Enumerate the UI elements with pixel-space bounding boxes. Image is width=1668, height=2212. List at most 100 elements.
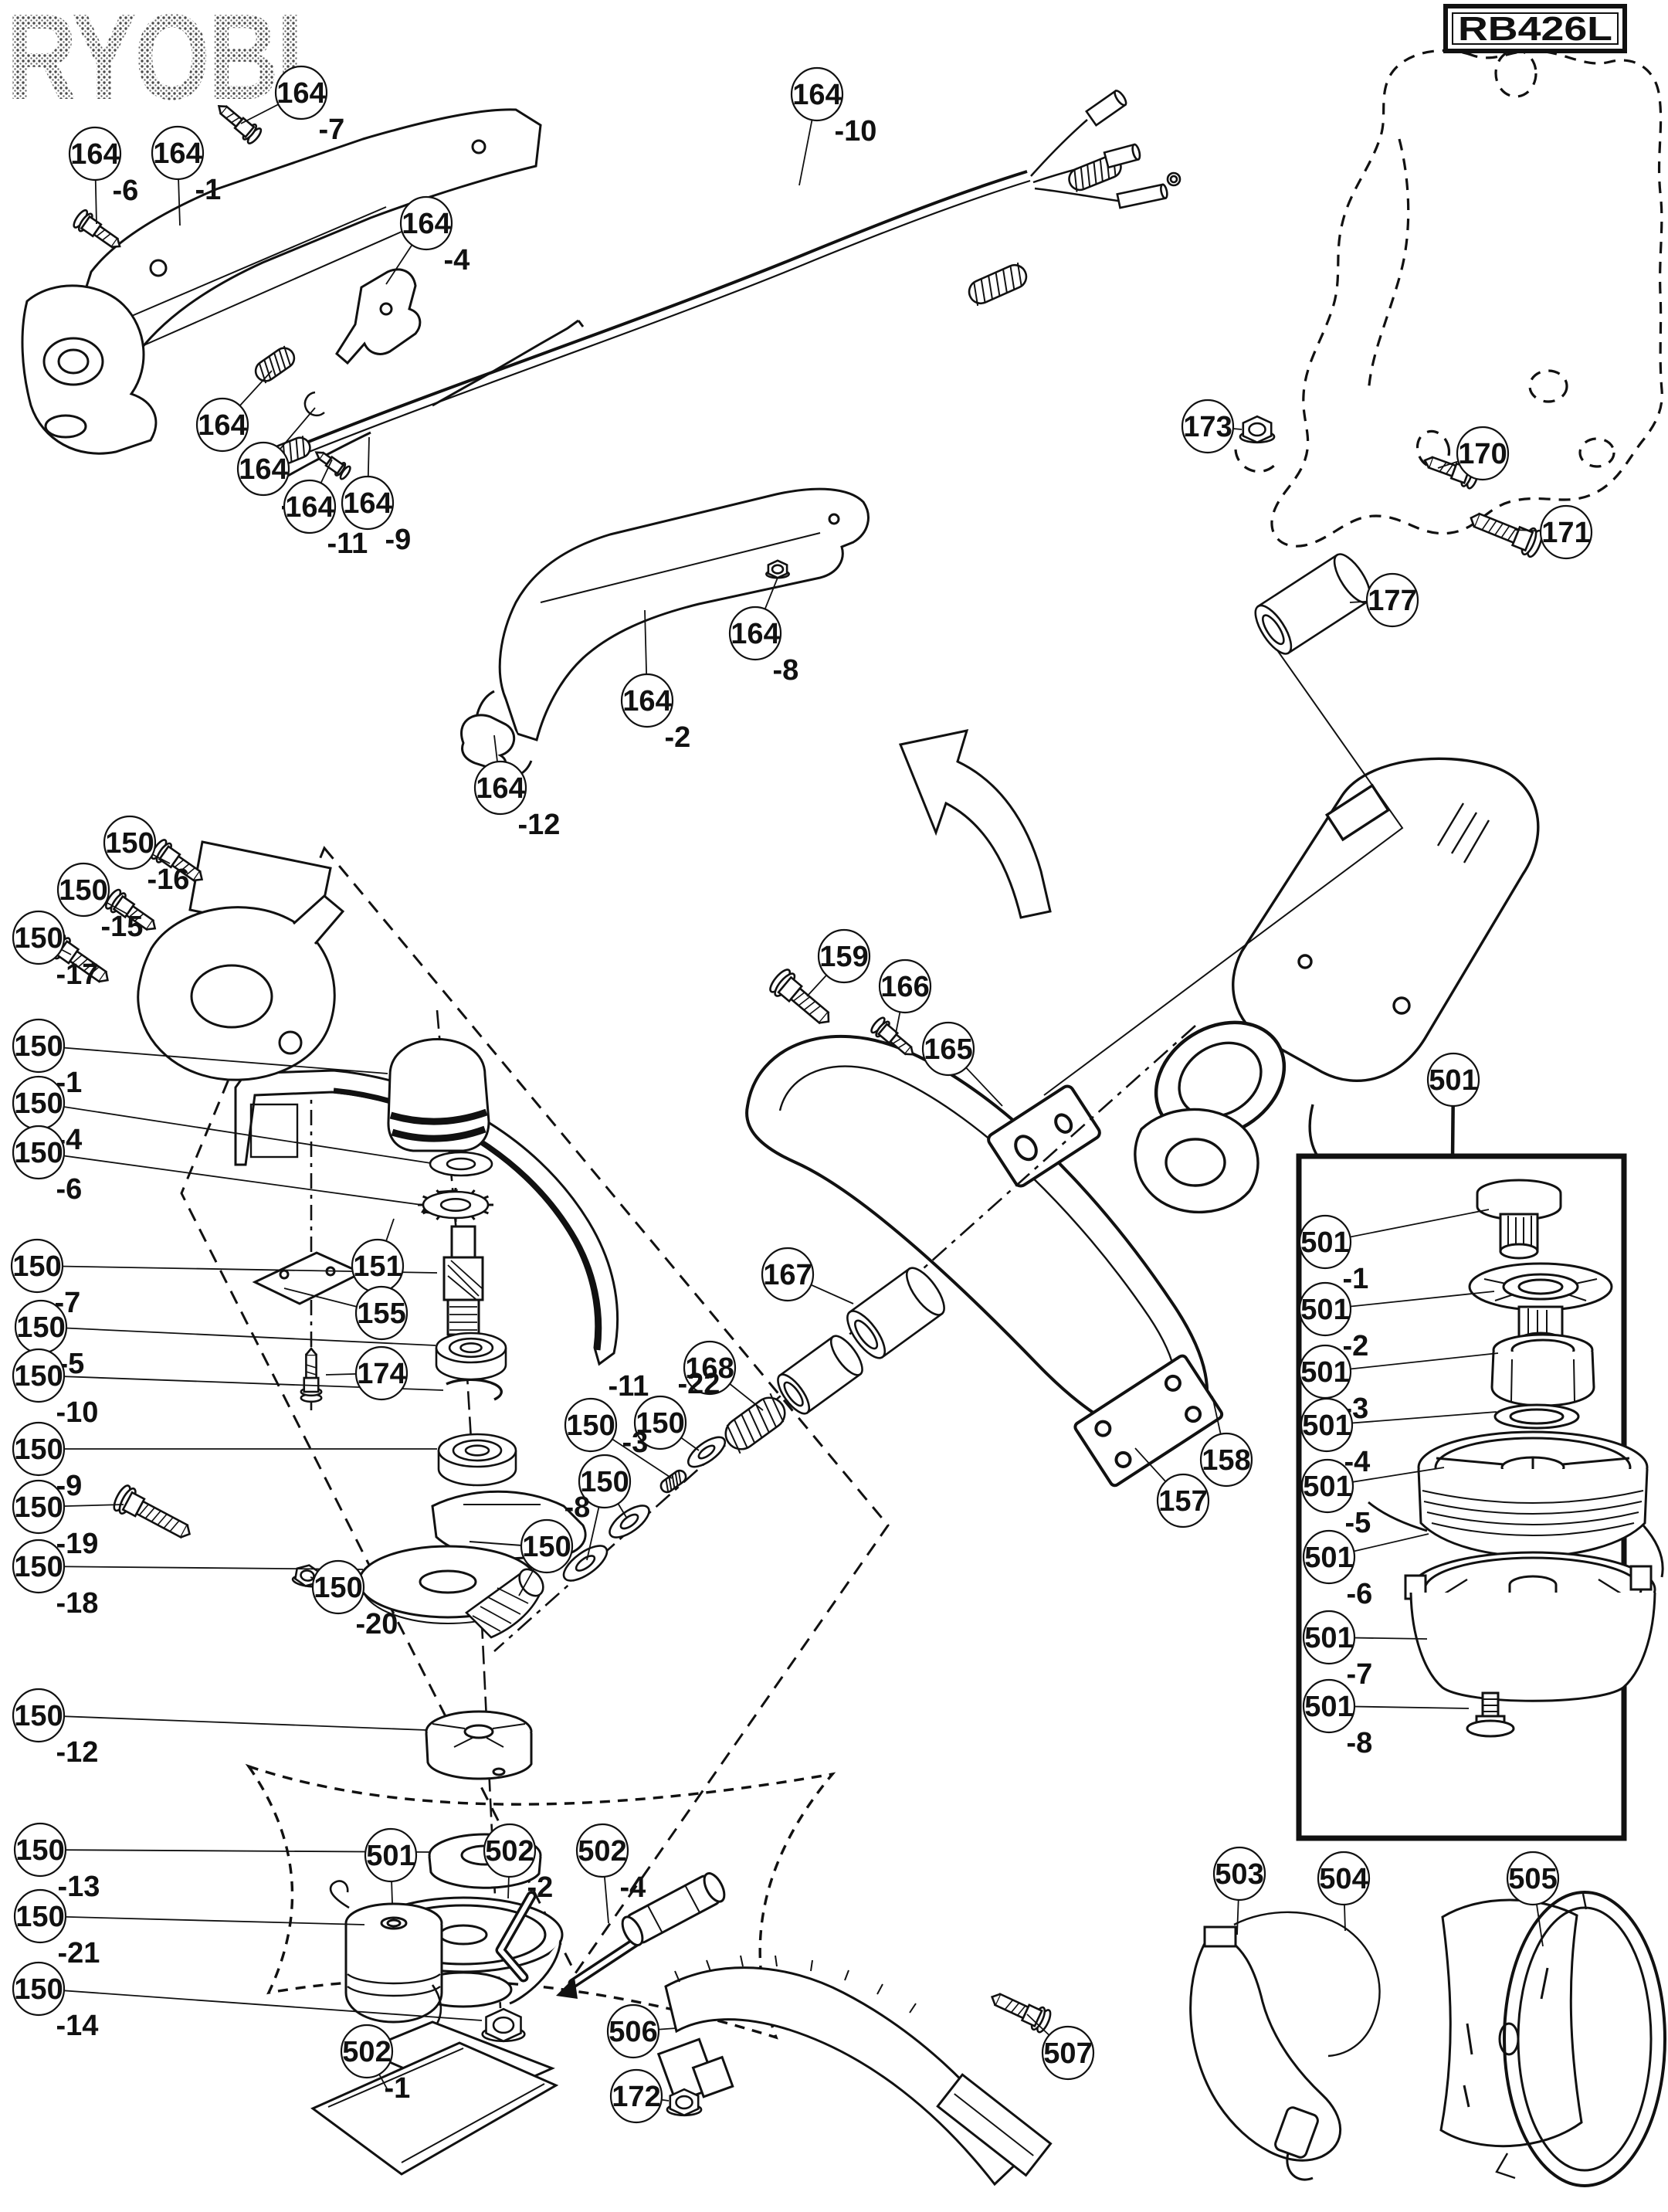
balloon-circle[interactable]: [1426, 1052, 1480, 1108]
balloon-circle[interactable]: [1181, 399, 1235, 454]
balloon-circle[interactable]: [1317, 1851, 1371, 1906]
part-label-150-11[interactable]: 150-11: [564, 1370, 673, 1479]
balloon-circle[interactable]: [1302, 1610, 1356, 1665]
part-label-166[interactable]: 166: [878, 958, 932, 1034]
part-label-150-18[interactable]: 150-18: [12, 1539, 364, 1620]
part-label-164-1[interactable]: 164-1: [151, 125, 221, 226]
part-label-150-22[interactable]: 150-22: [633, 1368, 720, 1451]
part-label-167[interactable]: 167: [761, 1247, 854, 1304]
part-label-502-1[interactable]: 502-1: [340, 2024, 410, 2105]
balloon-circle[interactable]: [1506, 1851, 1560, 1906]
part-label-150-14[interactable]: 150-14: [12, 1961, 483, 2042]
balloon-circle[interactable]: [341, 475, 395, 531]
balloon-circle[interactable]: [13, 1822, 67, 1878]
part-label-164-8[interactable]: 164-8: [728, 577, 798, 687]
balloon-circle[interactable]: [1298, 1281, 1352, 1337]
part-label-501b[interactable]: 501: [364, 1827, 418, 1904]
balloon-circle[interactable]: [1300, 1397, 1354, 1453]
balloon-circle[interactable]: [311, 1559, 365, 1615]
balloon-circle[interactable]: [1041, 2025, 1095, 2081]
balloon-circle[interactable]: [236, 441, 290, 497]
balloon-circle[interactable]: [10, 1238, 64, 1294]
part-label-173[interactable]: 173: [1181, 399, 1243, 454]
balloon-circle[interactable]: [1302, 1529, 1356, 1585]
part-label-150-7[interactable]: 150-7: [10, 1238, 438, 1319]
part-label-501-6[interactable]: 501-6: [1302, 1529, 1429, 1610]
part-label-150-10[interactable]: 150-10: [12, 1348, 444, 1429]
part-label-150-20[interactable]: 150-20: [310, 1559, 398, 1640]
part-label-150-12[interactable]: 150-12: [12, 1688, 427, 1769]
balloon-circle[interactable]: [620, 673, 674, 728]
balloon-circle[interactable]: [103, 815, 157, 870]
part-label-504[interactable]: 504: [1317, 1851, 1371, 1932]
part-label-158[interactable]: 158: [1199, 1396, 1253, 1488]
balloon-circle[interactable]: [817, 928, 871, 984]
balloon-circle[interactable]: [683, 1340, 737, 1396]
part-label-505[interactable]: 505: [1506, 1851, 1560, 1947]
balloon-circle[interactable]: [483, 1823, 537, 1878]
balloon-circle[interactable]: [520, 1518, 574, 1574]
part-label-150-19[interactable]: 150-19: [12, 1479, 124, 1560]
balloon-circle[interactable]: [761, 1247, 815, 1302]
part-label-501-7[interactable]: 501-7: [1302, 1610, 1428, 1691]
balloon-circle[interactable]: [12, 1688, 66, 1743]
balloon-circle[interactable]: [13, 1888, 67, 1944]
balloon-circle[interactable]: [195, 397, 249, 453]
part-label-164-12[interactable]: 164-12: [473, 735, 560, 841]
balloon-circle[interactable]: [564, 1397, 618, 1453]
balloon-circle[interactable]: [68, 126, 122, 182]
balloon-circle[interactable]: [878, 958, 932, 1014]
part-label-170[interactable]: 170: [1437, 426, 1510, 481]
balloon-circle[interactable]: [606, 2003, 660, 2059]
balloon-circle[interactable]: [1212, 1846, 1266, 1902]
part-label-507[interactable]: 507: [1026, 2014, 1095, 2081]
balloon-circle[interactable]: [921, 1021, 975, 1077]
part-label-171[interactable]: 171: [1514, 504, 1593, 560]
part-label-150-3[interactable]: 150-3: [578, 1427, 648, 1561]
part-label-503[interactable]: 503: [1212, 1846, 1266, 1936]
part-label-501-2[interactable]: 501-2: [1298, 1281, 1495, 1362]
part-label-502-2[interactable]: 502-2: [483, 1823, 553, 1904]
part-label-177[interactable]: 177: [1349, 572, 1419, 628]
balloon-circle[interactable]: [1456, 426, 1510, 481]
balloon-circle[interactable]: [340, 2024, 394, 2079]
part-label-164-10[interactable]: 164-10: [790, 66, 876, 186]
balloon-circle[interactable]: [12, 1961, 66, 2017]
balloon-circle[interactable]: [1302, 1678, 1356, 1734]
part-label-150-17[interactable]: 150-17: [12, 910, 98, 991]
balloon-circle[interactable]: [1156, 1473, 1210, 1528]
balloon-circle[interactable]: [633, 1395, 687, 1450]
balloon-circle[interactable]: [354, 1345, 409, 1401]
balloon-circle[interactable]: [12, 1018, 66, 1074]
part-label-164-4[interactable]: 164-4: [385, 195, 470, 285]
balloon-circle[interactable]: [399, 195, 453, 251]
part-label-159[interactable]: 159: [806, 928, 871, 997]
part-label-164-9[interactable]: 164-9: [341, 436, 411, 556]
balloon-circle[interactable]: [12, 1421, 66, 1477]
balloon-circle[interactable]: [1300, 1458, 1354, 1514]
part-label-150-15[interactable]: 150-15: [56, 862, 143, 943]
balloon-circle[interactable]: [12, 1125, 66, 1180]
balloon-circle[interactable]: [1539, 504, 1593, 560]
balloon-circle[interactable]: [274, 65, 328, 120]
part-label-150-16[interactable]: 150-16: [103, 815, 189, 896]
balloon-circle[interactable]: [609, 2068, 663, 2124]
part-label-151[interactable]: 151: [351, 1218, 405, 1294]
balloon-circle[interactable]: [12, 1479, 66, 1535]
part-label-164-2[interactable]: 164-2: [620, 609, 690, 754]
balloon-circle[interactable]: [1298, 1214, 1352, 1270]
part-label-164-7[interactable]: 164-7: [240, 65, 344, 146]
balloon-circle[interactable]: [151, 125, 205, 181]
balloon-circle[interactable]: [578, 1454, 632, 1509]
part-label-168[interactable]: 168: [683, 1340, 764, 1411]
part-label-165[interactable]: 165: [921, 1021, 1003, 1107]
balloon-circle[interactable]: [12, 1348, 66, 1403]
part-label-157[interactable]: 157: [1134, 1447, 1210, 1528]
balloon-circle[interactable]: [12, 1539, 66, 1594]
part-label-150-13[interactable]: 150-13: [13, 1822, 430, 1903]
part-label-502-4[interactable]: 502-4: [575, 1823, 646, 1924]
balloon-circle[interactable]: [12, 910, 66, 965]
part-label-506[interactable]: 506: [606, 2003, 677, 2059]
balloon-circle[interactable]: [364, 1827, 418, 1883]
part-label-164-6[interactable]: 164-6: [68, 126, 138, 225]
